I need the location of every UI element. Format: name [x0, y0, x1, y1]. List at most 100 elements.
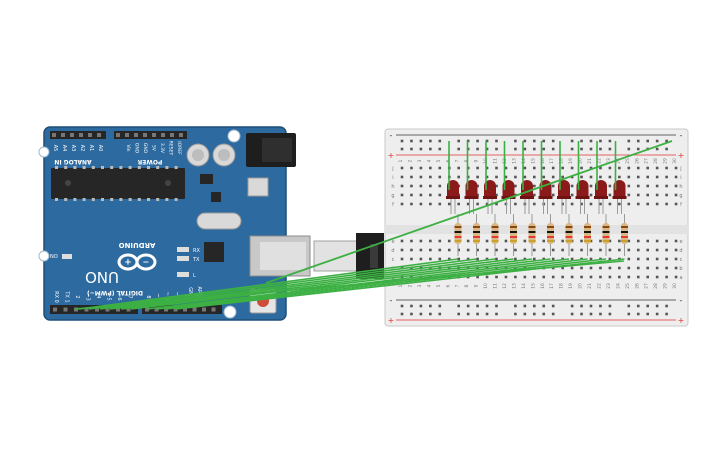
digital-pin[interactable]	[192, 307, 197, 312]
digital-pin[interactable]	[183, 307, 187, 312]
breadboard-hole[interactable]	[466, 248, 470, 252]
digital-pin[interactable]	[211, 307, 216, 312]
breadboard-hole[interactable]	[447, 266, 451, 270]
breadboard-hole[interactable]	[438, 184, 442, 188]
breadboard-hole[interactable]	[419, 175, 423, 179]
breadboard-hole[interactable]	[636, 175, 640, 179]
breadboard-hole[interactable]	[570, 266, 574, 270]
rail-hole[interactable]	[599, 312, 602, 316]
breadboard-hole[interactable]	[618, 239, 621, 243]
breadboard-hole[interactable]	[627, 193, 631, 197]
breadboard-hole[interactable]	[457, 248, 460, 252]
breadboard-hole[interactable]	[495, 184, 498, 188]
breadboard-hole[interactable]	[589, 202, 593, 206]
rail-hole[interactable]	[457, 139, 460, 143]
breadboard-hole[interactable]	[457, 175, 460, 179]
rail-hole[interactable]	[646, 139, 649, 143]
rail-hole[interactable]	[589, 139, 593, 143]
breadboard-hole[interactable]	[608, 248, 612, 252]
breadboard-hole[interactable]	[457, 257, 460, 261]
breadboard-hole[interactable]	[636, 184, 640, 188]
breadboard-hole[interactable]	[476, 175, 479, 179]
rail-hole[interactable]	[551, 147, 555, 151]
breadboard-hole[interactable]	[533, 266, 536, 270]
breadboard-hole[interactable]	[589, 257, 593, 261]
rail-hole[interactable]	[636, 312, 640, 316]
breadboard-hole[interactable]	[485, 202, 489, 206]
breadboard-hole[interactable]	[589, 248, 593, 252]
rail-hole[interactable]	[523, 139, 527, 143]
rail-hole[interactable]	[542, 304, 546, 308]
breadboard-hole[interactable]	[514, 175, 517, 179]
breadboard-hole[interactable]	[674, 266, 678, 270]
jumper-wire-digital[interactable]	[165, 258, 607, 310]
breadboard-hole[interactable]	[608, 184, 612, 188]
breadboard-hole[interactable]	[438, 239, 442, 243]
breadboard-hole[interactable]	[646, 266, 649, 270]
rail-hole[interactable]	[410, 147, 413, 151]
breadboard-hole[interactable]	[400, 175, 404, 179]
resistor[interactable]	[621, 214, 628, 256]
breadboard-hole[interactable]	[608, 275, 612, 279]
header-pin[interactable]	[116, 133, 120, 137]
breadboard-hole[interactable]	[580, 166, 583, 170]
breadboard-hole[interactable]	[580, 275, 583, 279]
breadboard-hole[interactable]	[495, 275, 498, 279]
breadboard-hole[interactable]	[665, 257, 668, 261]
breadboard-hole[interactable]	[655, 275, 659, 279]
breadboard-hole[interactable]	[599, 248, 602, 252]
breadboard-hole[interactable]	[495, 175, 498, 179]
header-pin[interactable]	[170, 133, 174, 137]
rail-hole[interactable]	[457, 147, 460, 151]
breadboard-hole[interactable]	[618, 248, 621, 252]
breadboard[interactable]: -+-+-+-+ 1122334455667788991010111112121…	[384, 128, 689, 327]
rail-hole[interactable]	[627, 147, 631, 151]
breadboard-hole[interactable]	[485, 175, 489, 179]
rail-hole[interactable]	[636, 139, 640, 143]
breadboard-hole[interactable]	[514, 248, 517, 252]
breadboard-hole[interactable]	[476, 202, 479, 206]
rail-hole[interactable]	[665, 139, 668, 143]
breadboard-hole[interactable]	[400, 202, 404, 206]
breadboard-hole[interactable]	[570, 166, 574, 170]
breadboard-hole[interactable]	[674, 193, 678, 197]
breadboard-hole[interactable]	[495, 257, 498, 261]
rail-hole[interactable]	[476, 312, 479, 316]
breadboard-hole[interactable]	[551, 193, 555, 197]
rail-hole[interactable]	[599, 147, 602, 151]
breadboard-hole[interactable]	[646, 184, 649, 188]
breadboard-hole[interactable]	[627, 202, 631, 206]
resistor[interactable]	[584, 214, 591, 256]
breadboard-hole[interactable]	[429, 202, 432, 206]
breadboard-hole[interactable]	[655, 239, 659, 243]
rail-hole[interactable]	[655, 304, 659, 308]
breadboard-hole[interactable]	[476, 193, 479, 197]
led[interactable]	[575, 180, 590, 214]
breadboard-hole[interactable]	[589, 275, 593, 279]
breadboard-hole[interactable]	[410, 248, 413, 252]
breadboard-hole[interactable]	[542, 175, 546, 179]
breadboard-hole[interactable]	[551, 248, 555, 252]
breadboard-hole[interactable]	[542, 248, 546, 252]
jumper-wire-digital[interactable]	[120, 258, 533, 310]
breadboard-hole[interactable]	[551, 202, 555, 206]
breadboard-hole[interactable]	[570, 275, 574, 279]
header-pin[interactable]	[97, 133, 101, 137]
header-pin[interactable]	[179, 133, 183, 137]
breadboard-hole[interactable]	[608, 175, 612, 179]
breadboard-hole[interactable]	[504, 175, 508, 179]
rail-hole[interactable]	[438, 139, 442, 143]
breadboard-hole[interactable]	[438, 202, 442, 206]
breadboard-hole[interactable]	[504, 248, 508, 252]
breadboard-hole[interactable]	[438, 166, 442, 170]
breadboard-hole[interactable]	[646, 275, 649, 279]
rail-hole[interactable]	[495, 304, 498, 308]
rail-hole[interactable]	[400, 147, 404, 151]
breadboard-hole[interactable]	[636, 202, 640, 206]
header-pin[interactable]	[143, 133, 147, 137]
rail-hole[interactable]	[570, 147, 574, 151]
rail-hole[interactable]	[410, 312, 413, 316]
digital-pin[interactable]	[105, 307, 110, 312]
breadboard-hole[interactable]	[410, 257, 413, 261]
breadboard-hole[interactable]	[580, 175, 583, 179]
